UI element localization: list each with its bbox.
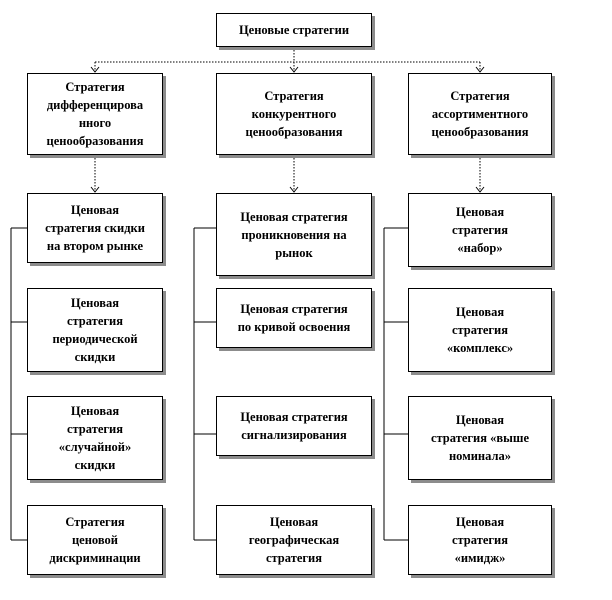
item-learning-curve: Ценовая стратегия по кривой освоения xyxy=(216,288,372,348)
item-random-discount: Ценовая стратегия «случайной» скидки xyxy=(27,396,163,480)
group-competitive-box: Стратегия конкурентного ценообразования xyxy=(216,73,372,155)
item-set: Ценовая стратегия «набор» xyxy=(408,193,552,267)
group-1-arrow-head xyxy=(289,66,299,73)
item-second-market-discount: Ценовая стратегия скидки на втором рынке xyxy=(27,193,163,263)
item-price-discrimination: Стратегия ценовой дискриминации xyxy=(27,505,163,575)
group-differentiated-box: Стратегия дифференцирова нного ценообраз… xyxy=(27,73,163,155)
group-label: Стратегия дифференцирова нного ценообраз… xyxy=(46,80,144,148)
item-market-penetration: Ценовая стратегия проникновения на рынок xyxy=(216,193,372,276)
root-label: Ценовые стратегии xyxy=(238,23,350,37)
group-2-arrow-head xyxy=(475,66,485,73)
root-box: Ценовые стратегии xyxy=(216,13,372,47)
item-above-par: Ценовая стратегия «выше номинала» xyxy=(408,396,552,480)
item-complex: Ценовая стратегия «комплекс» xyxy=(408,288,552,372)
item-image: Ценовая стратегия «имидж» xyxy=(408,505,552,575)
item-geographic: Ценовая географическая стратегия xyxy=(216,505,372,575)
group-2-item-arrow-head xyxy=(475,186,485,193)
group-0-item-arrow-head xyxy=(90,186,100,193)
group-label: Стратегия конкурентного ценообразования xyxy=(245,89,343,139)
group-label: Стратегия ассортиментного ценообразовани… xyxy=(431,89,529,139)
item-periodic-discount: Ценовая стратегия периодической скидки xyxy=(27,288,163,372)
group-1-item-arrow-head xyxy=(289,186,299,193)
group-0-arrow-head xyxy=(90,66,100,73)
item-signaling: Ценовая стратегия сигнализирования xyxy=(216,396,372,456)
group-assortment-box: Стратегия ассортиментного ценообразовани… xyxy=(408,73,552,155)
